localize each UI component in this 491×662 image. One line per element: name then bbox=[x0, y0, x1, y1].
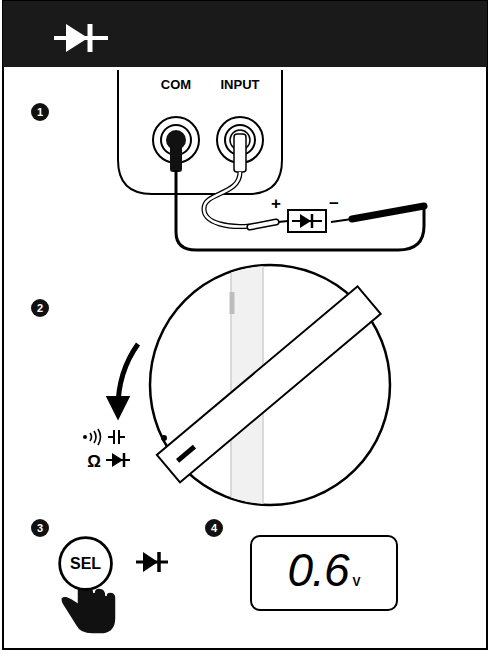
select-button: SEL bbox=[58, 536, 113, 591]
capacitor-symbol bbox=[108, 430, 125, 444]
callout-circle bbox=[205, 519, 223, 537]
callout-circle bbox=[31, 103, 49, 121]
header-bar bbox=[3, 1, 487, 67]
unit-label: V bbox=[352, 576, 360, 588]
callout-number: 3 bbox=[37, 523, 43, 534]
diode-symbol bbox=[106, 453, 130, 467]
reading-value: 0.6 bbox=[288, 547, 349, 593]
button-label: SEL bbox=[70, 556, 101, 572]
dial-mark bbox=[230, 292, 235, 314]
black-probe bbox=[352, 206, 424, 219]
diode-symbol bbox=[54, 24, 108, 52]
continuity-symbol bbox=[83, 429, 101, 445]
page-frame bbox=[3, 1, 487, 649]
polarity-sign: + bbox=[271, 195, 281, 212]
meter-body bbox=[118, 70, 282, 194]
com-plug bbox=[170, 134, 182, 172]
input-plug bbox=[234, 134, 246, 172]
callout-number: 1 bbox=[37, 107, 43, 118]
diode-symbol bbox=[136, 552, 168, 572]
polarity-sign: − bbox=[329, 195, 339, 212]
lcd-display: 0.6V bbox=[250, 535, 398, 611]
black-lead bbox=[176, 170, 424, 250]
dial-knob bbox=[157, 286, 381, 482]
diode-component bbox=[288, 210, 326, 232]
callout-number: 2 bbox=[37, 303, 43, 314]
jack-label: COM bbox=[161, 78, 191, 91]
red-lead bbox=[204, 172, 250, 226]
diode-symbol bbox=[292, 214, 322, 228]
red-probe bbox=[250, 222, 276, 227]
position-dot bbox=[161, 435, 167, 441]
rotary-dial bbox=[150, 265, 390, 505]
callout-circle bbox=[31, 519, 49, 537]
function-symbol: Ω bbox=[87, 453, 101, 470]
turn-arrow bbox=[118, 344, 138, 408]
callout-number: 4 bbox=[211, 523, 217, 534]
callout-circle bbox=[31, 299, 49, 317]
jack-label: INPUT bbox=[221, 78, 260, 91]
